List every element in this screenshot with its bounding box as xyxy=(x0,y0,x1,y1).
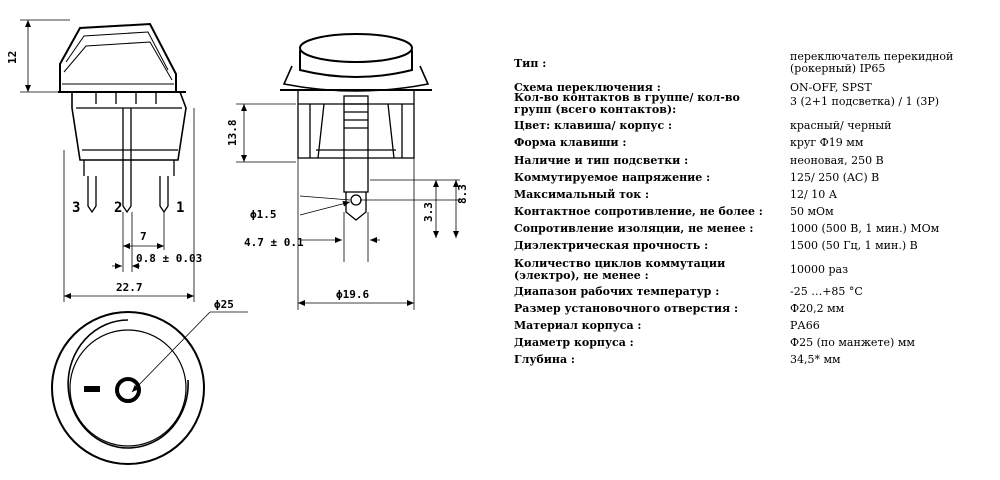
pin-2-shape xyxy=(122,108,132,214)
dim-offset-label: 4.7 ± 0.1 xyxy=(244,236,304,249)
spec-key: Количество циклов коммутации (электро), … xyxy=(514,257,726,282)
top-view xyxy=(51,311,248,465)
spec-value: ON-OFF, SPST xyxy=(790,81,872,94)
spec-value: 34,5* мм xyxy=(790,353,841,366)
pin-1-shape xyxy=(159,176,169,214)
dim-width-label: 22.7 xyxy=(116,281,143,294)
pin-3-label: 3 xyxy=(72,200,80,216)
spec-key: Максимальный ток : xyxy=(514,188,650,201)
top-outer-ring xyxy=(51,311,205,465)
dim-pin-label: 0.8 ± 0.03 xyxy=(136,252,202,265)
spec-key: Форма клавиши : xyxy=(514,136,627,149)
side-view xyxy=(20,19,195,302)
dim-8-3-label: 8.3 xyxy=(456,184,469,204)
spec-row: Цвет: клавиша/ корпус : красный/ черный xyxy=(514,118,984,134)
spec-value: красный/ черный xyxy=(790,119,892,132)
spec-row: Контактное сопротивление, не более : 50 … xyxy=(514,203,984,220)
spec-key: Цвет: клавиша/ корпус : xyxy=(514,119,673,132)
spec-row: Размер установочного отверстия : Ф20,2 м… xyxy=(514,300,984,317)
front-housing xyxy=(297,89,415,159)
dim-diameter-label: ϕ19.6 xyxy=(336,288,369,301)
spec-key: Контактное сопротивление, не более : xyxy=(514,205,763,218)
spec-row: Схема переключения : ON-OFF, SPST xyxy=(514,70,984,94)
dim-body-label: 13.8 xyxy=(226,120,239,147)
spec-value: переключатель перекидной (рокерный) IP65 xyxy=(790,50,954,75)
spec-row: Форма клавиши : круг Ф19 мм xyxy=(514,134,984,152)
front-terminal xyxy=(343,95,369,193)
spec-row: Наличие и тип подсветки : неоновая, 250 … xyxy=(514,152,984,169)
side-housing xyxy=(71,91,187,161)
spec-row: Количество циклов коммутации (электро), … xyxy=(514,254,984,283)
specs-table: Тип : переключатель перекидной (рокерный… xyxy=(514,46,984,368)
pin-3-shape xyxy=(87,176,97,214)
power-i-symbol xyxy=(84,386,100,392)
spec-row: Кол-во контактов в группе/ кол-во групп … xyxy=(514,86,984,118)
dim-hole-label: ϕ1.5 xyxy=(250,208,277,221)
spec-value: 10000 раз xyxy=(790,263,849,276)
top-diameter-label: ϕ25 xyxy=(214,298,234,311)
spec-row: Сопротивление изоляции, не менее : 1000 … xyxy=(514,220,984,237)
spec-key: Кол-во контактов в группе/ кол-во групп … xyxy=(514,91,740,116)
spec-value: 1000 (500 В, 1 мин.) МОм xyxy=(790,222,940,235)
front-view xyxy=(236,33,460,310)
spec-row: Диаметр корпуса : Ф25 (по манжете) мм xyxy=(514,334,984,351)
spec-value: Ф25 (по манжете) мм xyxy=(790,336,915,349)
spec-key: Коммутируемое напряжение : xyxy=(514,171,711,184)
spec-row: Диапазон рабочих температур : -25 …+85 °… xyxy=(514,283,984,300)
pin-2-label: 2 xyxy=(114,200,122,216)
spec-key: Наличие и тип подсветки : xyxy=(514,154,689,167)
spec-key: Сопротивление изоляции, не менее : xyxy=(514,222,754,235)
front-button-body xyxy=(299,50,413,78)
spec-value: 125/ 250 (AC) В xyxy=(790,171,880,184)
spec-key: Диапазон рабочих температур : xyxy=(514,285,720,298)
spec-row: Коммутируемое напряжение : 125/ 250 (AC)… xyxy=(514,169,984,186)
dim-3-3-label: 3.3 xyxy=(422,202,435,222)
spec-key: Материал корпуса : xyxy=(514,319,642,332)
spec-value: круг Ф19 мм xyxy=(790,136,864,149)
spec-row: Диэлектрическая прочность : 1500 (50 Гц,… xyxy=(514,237,984,254)
spec-value: -25 …+85 °С xyxy=(790,285,863,298)
spec-value: неоновая, 250 В xyxy=(790,154,884,167)
terminal-hole xyxy=(350,194,362,206)
dim-pitch-label: 7 xyxy=(140,230,147,243)
power-o-symbol xyxy=(115,377,141,403)
spec-row: Максимальный ток : 12/ 10 А xyxy=(514,186,984,203)
spec-key: Тип : xyxy=(514,57,547,70)
spec-value: 50 мОм xyxy=(790,205,834,218)
spec-key: Диэлектрическая прочность : xyxy=(514,239,709,252)
spec-row: Материал корпуса : РА66 xyxy=(514,317,984,334)
front-button-top xyxy=(299,33,413,63)
spec-value: 3 (2+1 подсветка) / 1 (3P) xyxy=(790,95,940,108)
spec-row: Тип : переключатель перекидной (рокерный… xyxy=(514,46,984,75)
spec-key: Глубина : xyxy=(514,353,575,366)
spec-key: Диаметр корпуса : xyxy=(514,336,634,349)
spec-key: Схема переключения : xyxy=(514,81,661,94)
spec-value: Ф20,2 мм xyxy=(790,302,845,315)
spec-value: 12/ 10 А xyxy=(790,188,838,201)
pin-1-label: 1 xyxy=(176,200,184,216)
spec-value: РА66 xyxy=(790,319,820,332)
spec-key: Размер установочного отверстия : xyxy=(514,302,739,315)
top-button-crescent xyxy=(67,319,189,449)
spec-value: 1500 (50 Гц, 1 мин.) В xyxy=(790,239,918,252)
dim-height-label: 12 xyxy=(6,51,19,64)
spec-row: Глубина : 34,5* мм xyxy=(514,351,984,368)
